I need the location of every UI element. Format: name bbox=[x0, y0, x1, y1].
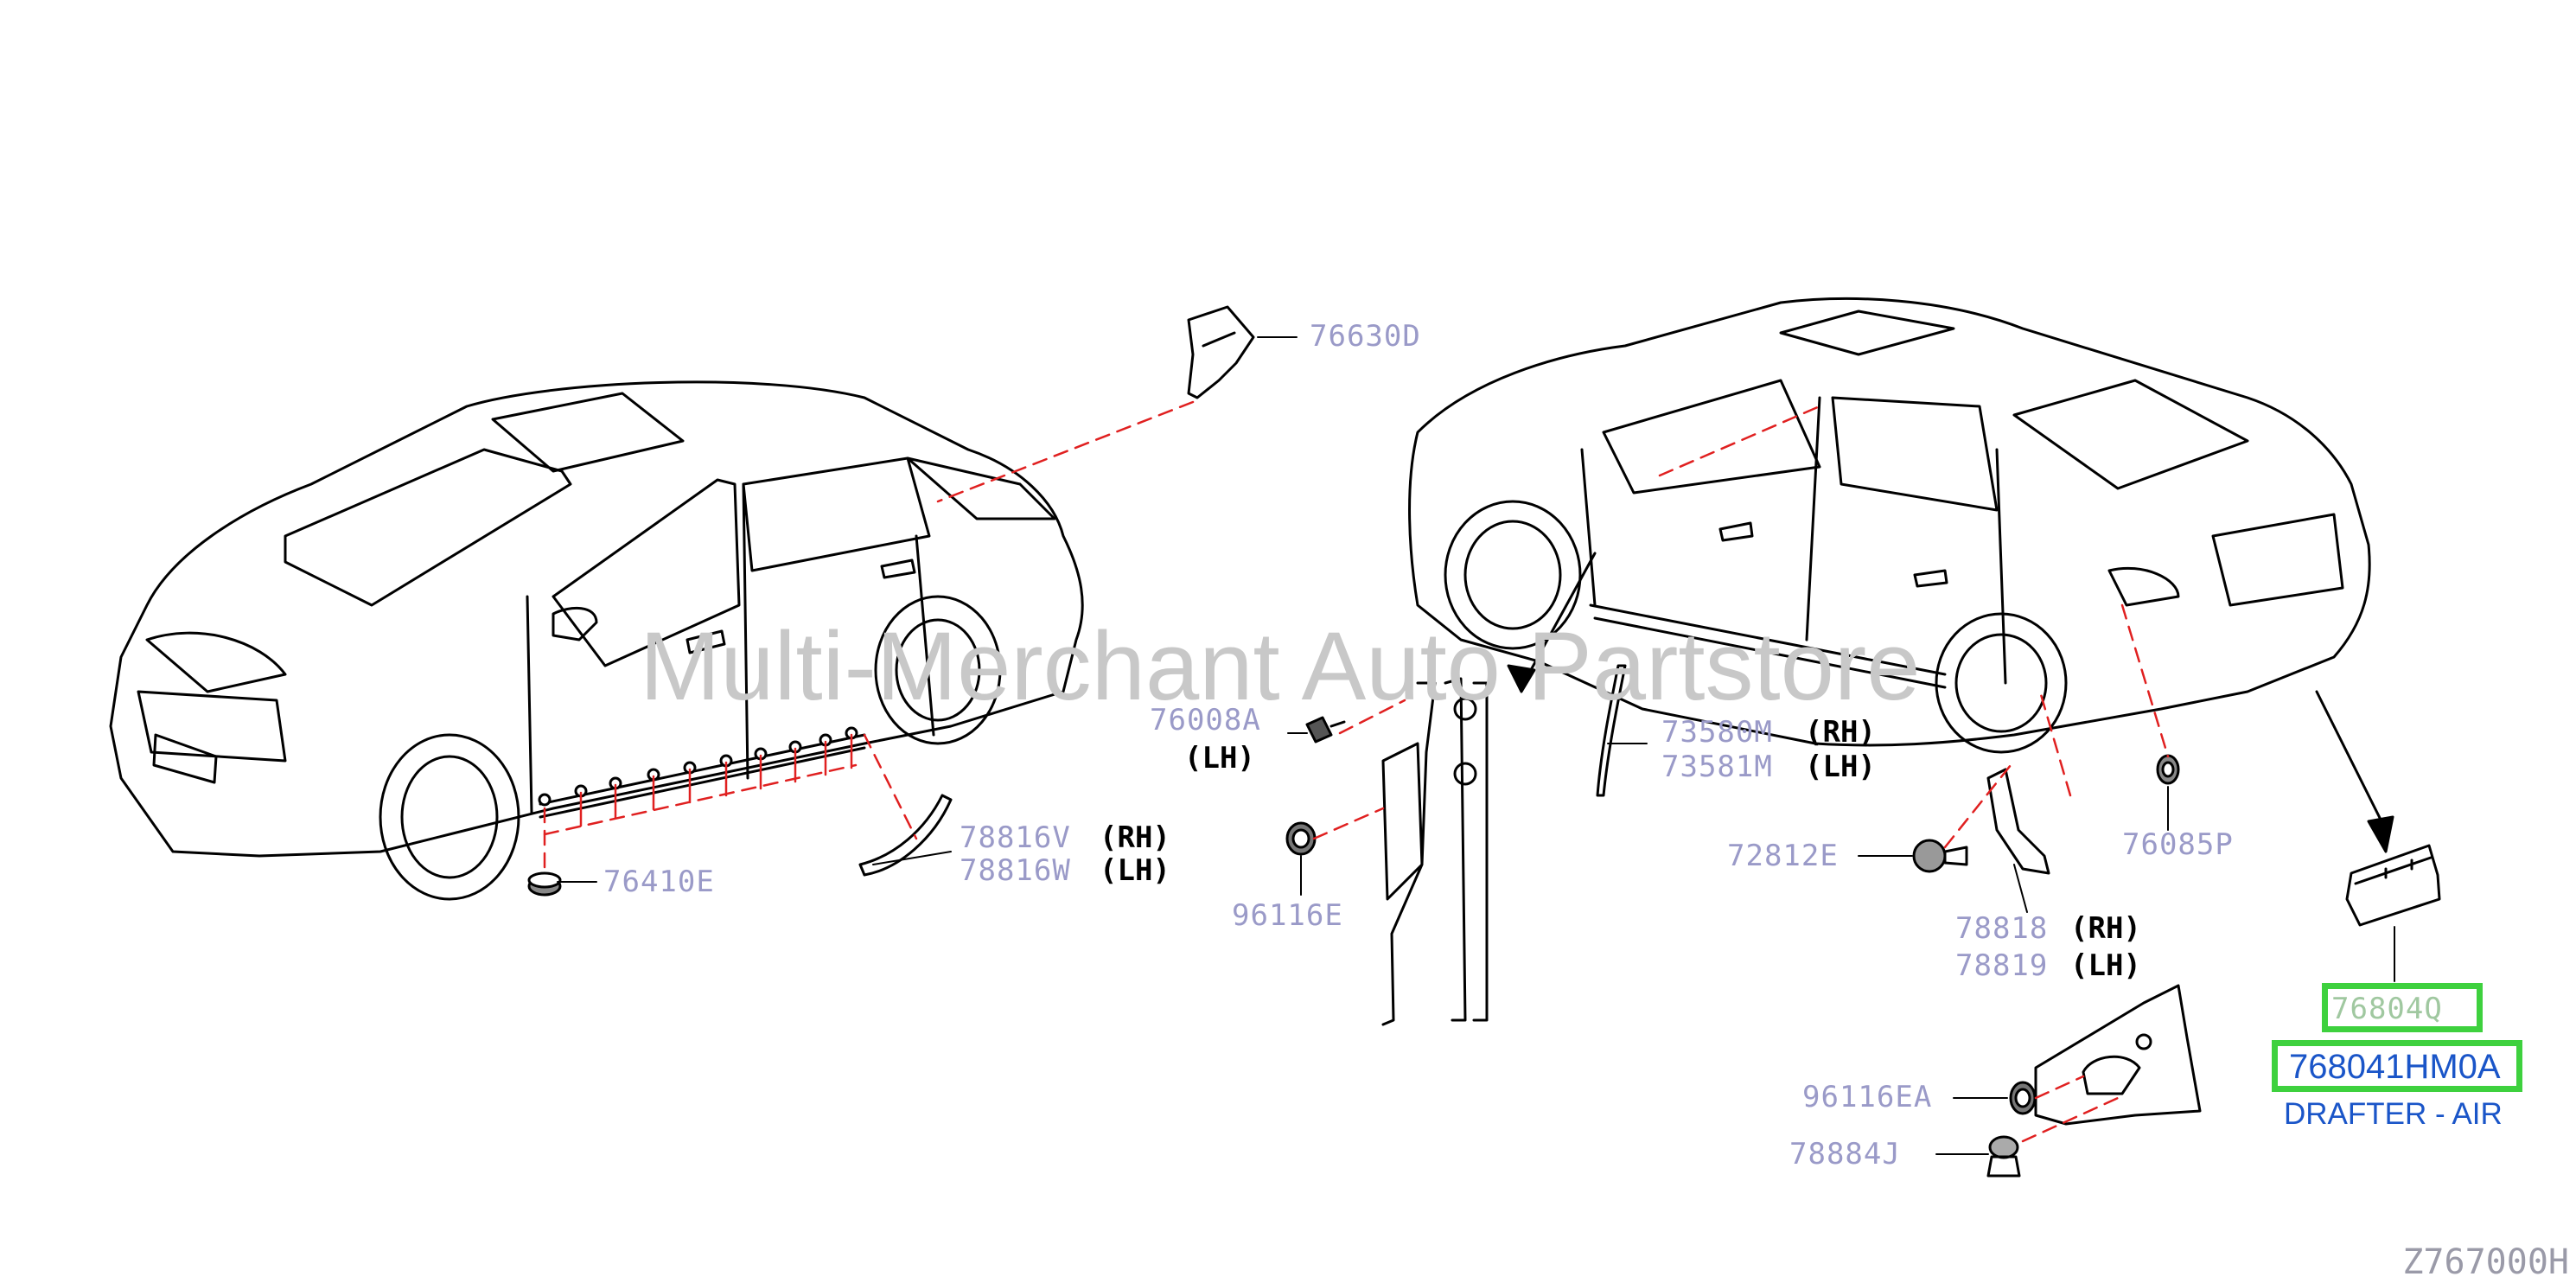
callout-96116EA[interactable]: 96116EA bbox=[1802, 1080, 1933, 1114]
part-96116EA-icon bbox=[2009, 1081, 2037, 1115]
pillar-detail bbox=[1381, 677, 1489, 1026]
highlighted-part-number[interactable]: 768041HM0A bbox=[2289, 1048, 2501, 1086]
callout-76085P[interactable]: 76085P bbox=[2122, 827, 2234, 862]
side-lh-76008A: (LH) bbox=[1184, 741, 1255, 776]
callout-76008A[interactable]: 76008A bbox=[1150, 703, 1261, 737]
dashed-lines bbox=[543, 400, 2170, 1143]
dashed-ticks bbox=[579, 733, 853, 827]
part-78818-icon bbox=[1986, 768, 2050, 875]
callout-78816W[interactable]: 78816W bbox=[960, 853, 1071, 888]
callout-76630D[interactable]: 76630D bbox=[1310, 319, 1421, 354]
side-lh-78819: (LH) bbox=[2070, 948, 2141, 983]
highlight-box-part-number bbox=[2272, 1040, 2522, 1092]
part-78816-icon bbox=[858, 794, 953, 877]
left-car-outline bbox=[109, 380, 1084, 901]
callout-73580M[interactable]: 73580M bbox=[1661, 715, 1773, 750]
callout-78816V[interactable]: 78816V bbox=[960, 820, 1071, 855]
callout-96116E[interactable]: 96116E bbox=[1232, 898, 1343, 933]
part-73580M-icon bbox=[1596, 664, 1627, 797]
callout-78818[interactable]: 78818 bbox=[1955, 911, 2049, 946]
part-96116E-icon bbox=[1285, 821, 1317, 856]
part-76008A-icon bbox=[1305, 716, 1346, 744]
part-72812E-icon bbox=[1912, 839, 1968, 873]
callout-73581M[interactable]: 73581M bbox=[1661, 750, 1773, 784]
part-76630D-icon bbox=[1187, 305, 1255, 399]
side-rh-78816V: (RH) bbox=[1100, 820, 1170, 855]
part-76085P-icon bbox=[2156, 754, 2180, 785]
callout-78819[interactable]: 78819 bbox=[1955, 948, 2049, 983]
highlight-box-76804Q bbox=[2322, 983, 2483, 1032]
part-76804Q-icon bbox=[2345, 844, 2441, 927]
side-lh-73581M: (LH) bbox=[1805, 750, 1876, 784]
side-rh-73580M: (RH) bbox=[1805, 715, 1876, 750]
side-rh-78818: (RH) bbox=[2070, 911, 2141, 946]
part-76410E-icon bbox=[527, 871, 562, 897]
right-car-outline bbox=[1408, 297, 2371, 754]
callout-72812E[interactable]: 72812E bbox=[1727, 839, 1839, 873]
rocker-clips bbox=[538, 726, 858, 807]
callout-78884J[interactable]: 78884J bbox=[1789, 1137, 1901, 1171]
callout-76804Q[interactable]: 76804Q bbox=[2331, 992, 2443, 1026]
side-lh-78816W: (LH) bbox=[1100, 853, 1170, 888]
leader-lines bbox=[557, 336, 2395, 1155]
watermark-text: Multi-Merchant Auto Partstore bbox=[640, 612, 1921, 720]
highlighted-part-description: DRAFTER - AIR bbox=[2284, 1097, 2503, 1131]
sill-plate-detail bbox=[2034, 984, 2202, 1126]
diagram-code: Z767000H bbox=[2402, 1242, 2569, 1282]
callout-76410E[interactable]: 76410E bbox=[603, 865, 715, 899]
arrows bbox=[1507, 552, 2394, 853]
part-78884J-icon bbox=[1986, 1135, 2021, 1178]
